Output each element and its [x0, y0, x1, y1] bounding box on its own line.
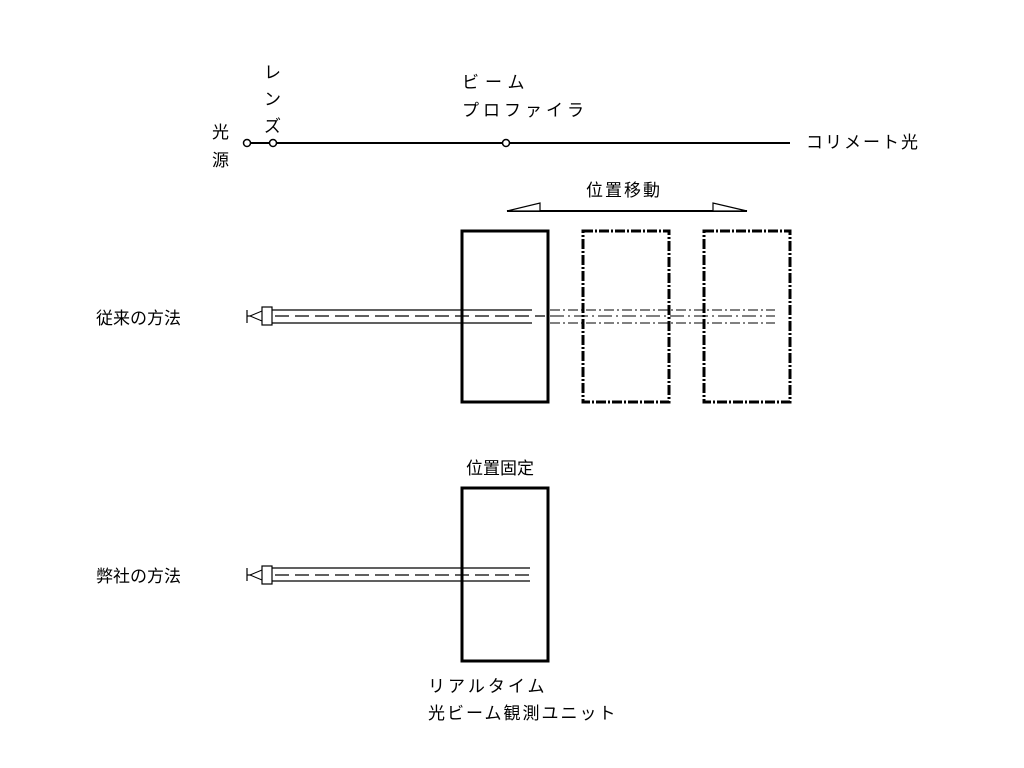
fixed-position-label: 位置固定 — [466, 459, 534, 479]
unit-label-1: リアルタイム — [428, 677, 548, 697]
our-method: 弊社の方法 位置固定 リアルタイム 光ビーム観測ユニット — [96, 459, 618, 724]
light-source-marker — [242, 138, 252, 148]
profiler-marker — [501, 138, 511, 148]
light-source-label-2: 源 — [212, 151, 229, 171]
realtime-unit — [460, 486, 550, 663]
optical-axis-schematic: 光 源 レ ン ズ ビーム プロファイラ コリメート光 — [212, 63, 920, 171]
profiler-position-3 — [702, 229, 792, 404]
profiler-label-2: プロファイラ — [462, 101, 588, 121]
lens-label-3: ズ — [264, 117, 281, 137]
left-arrowhead-icon — [506, 202, 541, 212]
light-source-device-icon — [246, 565, 273, 585]
collimated-light-label: コリメート光 — [806, 133, 920, 153]
light-source-device-icon — [246, 306, 273, 326]
lens-label-1: レ — [264, 63, 281, 83]
lens-marker — [268, 138, 278, 148]
profiler-position-2 — [581, 229, 671, 404]
conventional-method: 従来の方法 位置移動 — [96, 181, 792, 404]
light-source-label-1: 光 — [212, 123, 229, 143]
profiler-position-1 — [460, 229, 550, 404]
conventional-label: 従来の方法 — [96, 309, 181, 329]
movement-label: 位置移動 — [586, 181, 662, 201]
unit-label-2: 光ビーム観測ユニット — [428, 704, 618, 724]
profiler-label-1: ビーム — [462, 73, 531, 93]
right-arrowhead-icon — [712, 202, 748, 212]
lens-label-2: ン — [264, 90, 281, 110]
our-method-label: 弊社の方法 — [96, 567, 181, 587]
